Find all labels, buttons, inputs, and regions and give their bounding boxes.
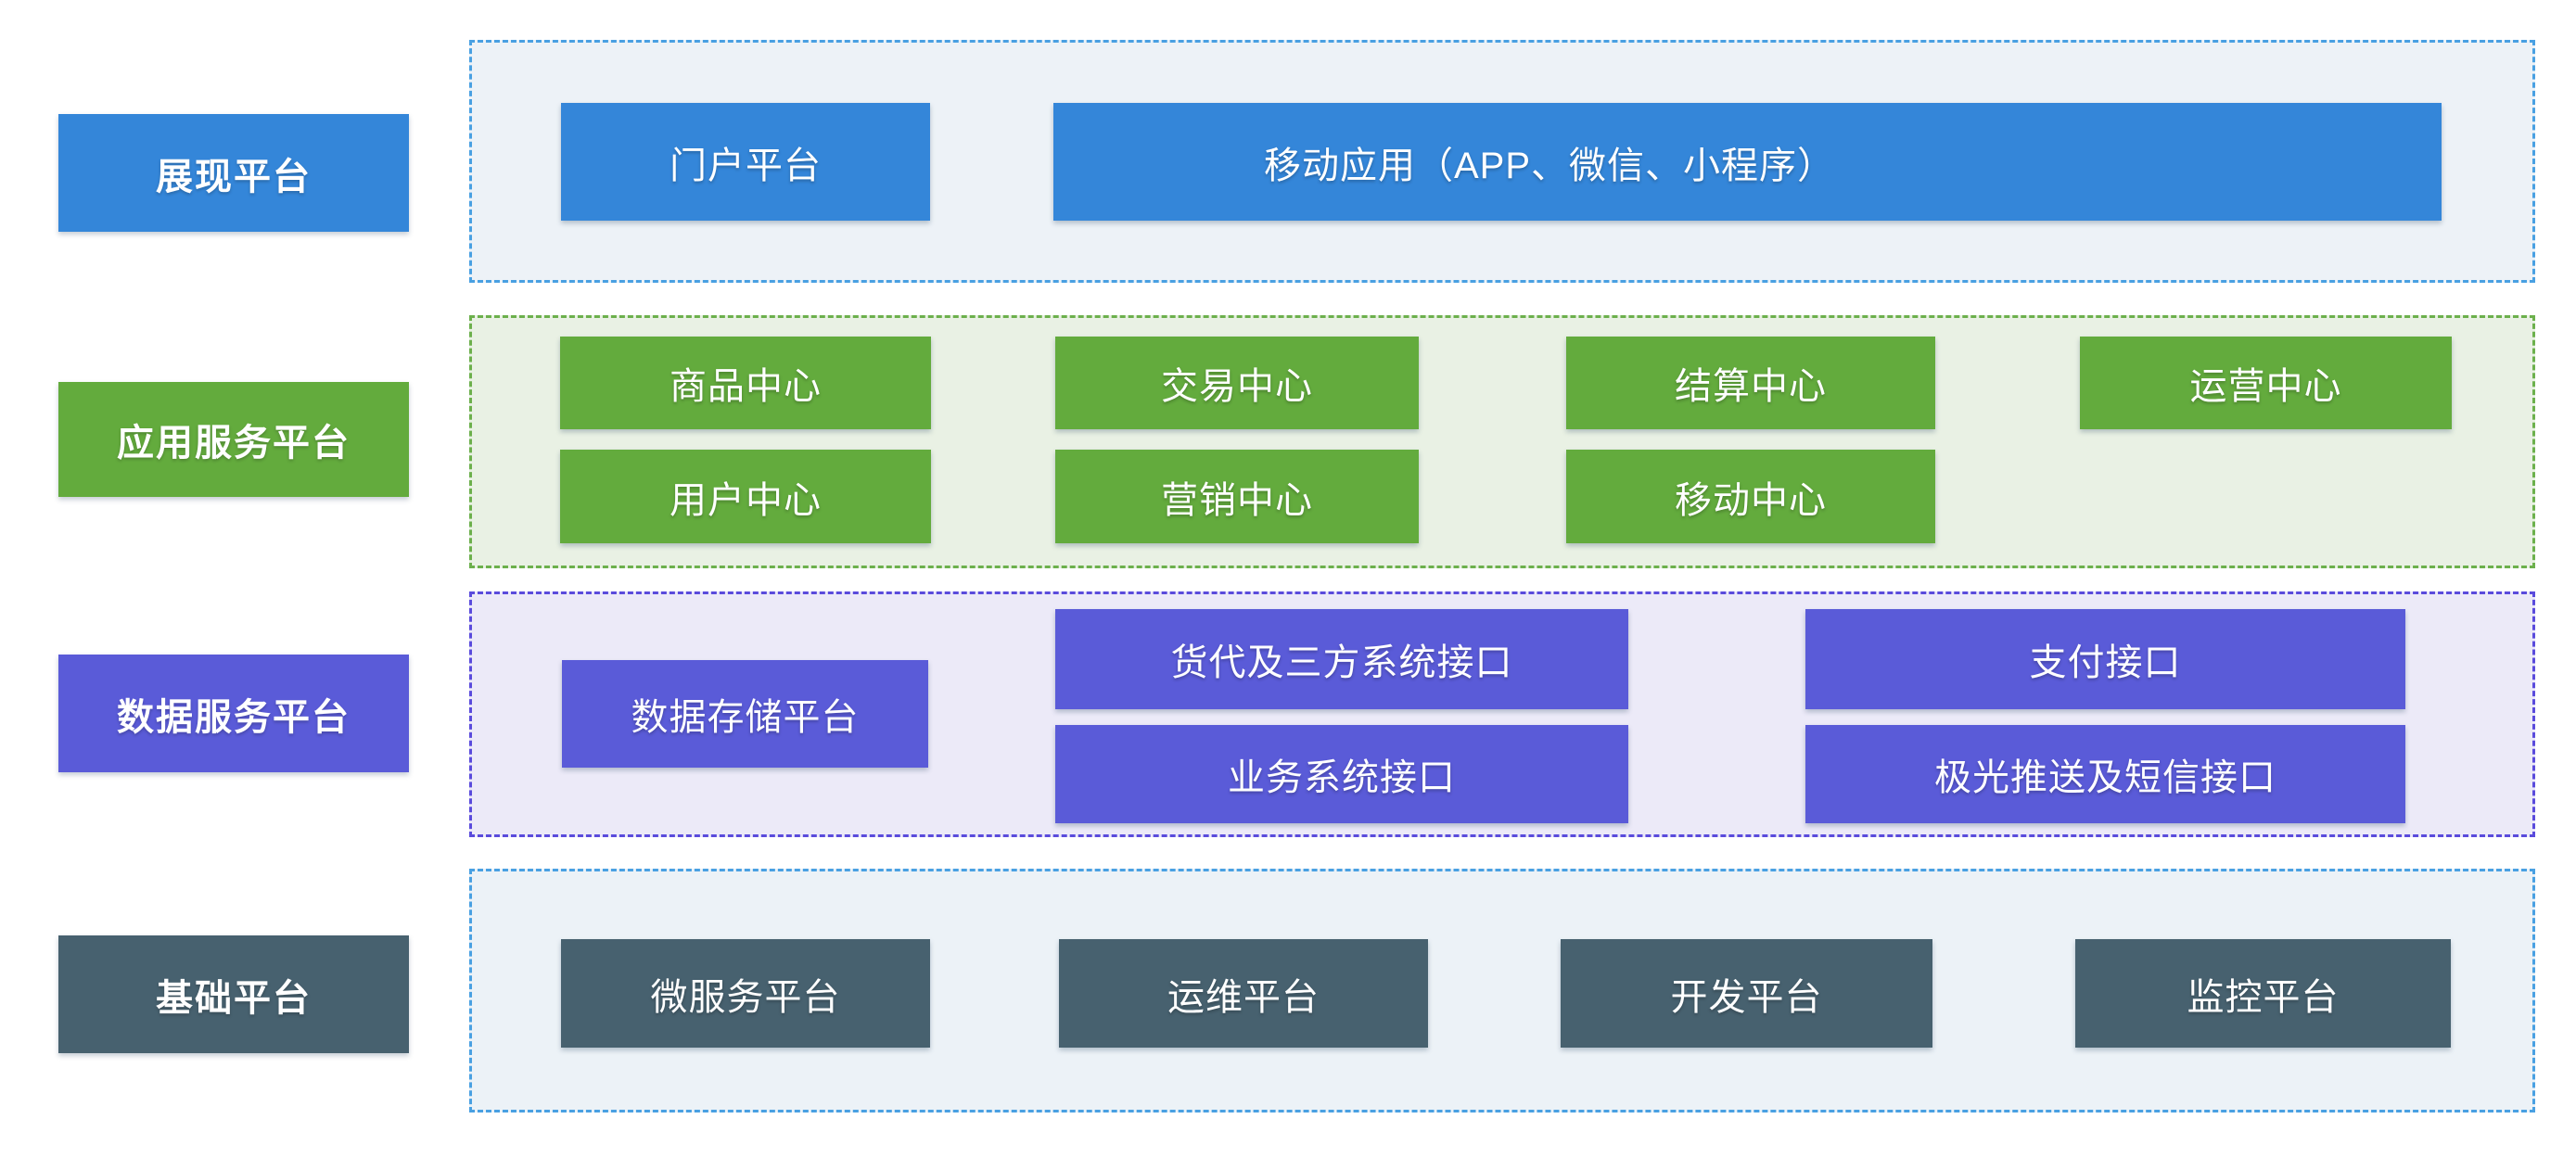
marketing-center-box: 营销中心 [1055,450,1419,543]
business-system-api-box: 业务系统接口 [1055,725,1628,823]
push-sms-api-box: 极光推送及短信接口 [1805,725,2405,823]
ops-platform-box: 运维平台 [1059,939,1428,1048]
microservice-platform-box: 微服务平台 [561,939,930,1048]
user-center-box: 用户中心 [560,450,931,543]
data-storage-platform-box: 数据存储平台 [562,660,928,768]
foundation-platform-label: 基础平台 [58,935,409,1053]
portal-platform-box: 门户平台 [561,103,930,221]
application-service-platform-label: 应用服务平台 [58,382,409,497]
operation-center-box: 运营中心 [2080,337,2452,429]
mobile-center-box: 移动中心 [1566,450,1935,543]
forwarder-third-party-api-box: 货代及三方系统接口 [1055,609,1628,709]
dev-platform-box: 开发平台 [1561,939,1932,1048]
settlement-center-box: 结算中心 [1566,337,1935,429]
data-service-platform-label: 数据服务平台 [58,655,409,772]
monitor-platform-box: 监控平台 [2075,939,2451,1048]
presentation-platform-label: 展现平台 [58,114,409,232]
mobile-app-box: 移动应用（APP、微信、小程序） [1053,103,2442,221]
payment-api-box: 支付接口 [1805,609,2405,709]
trade-center-box: 交易中心 [1055,337,1419,429]
product-center-box: 商品中心 [560,337,931,429]
